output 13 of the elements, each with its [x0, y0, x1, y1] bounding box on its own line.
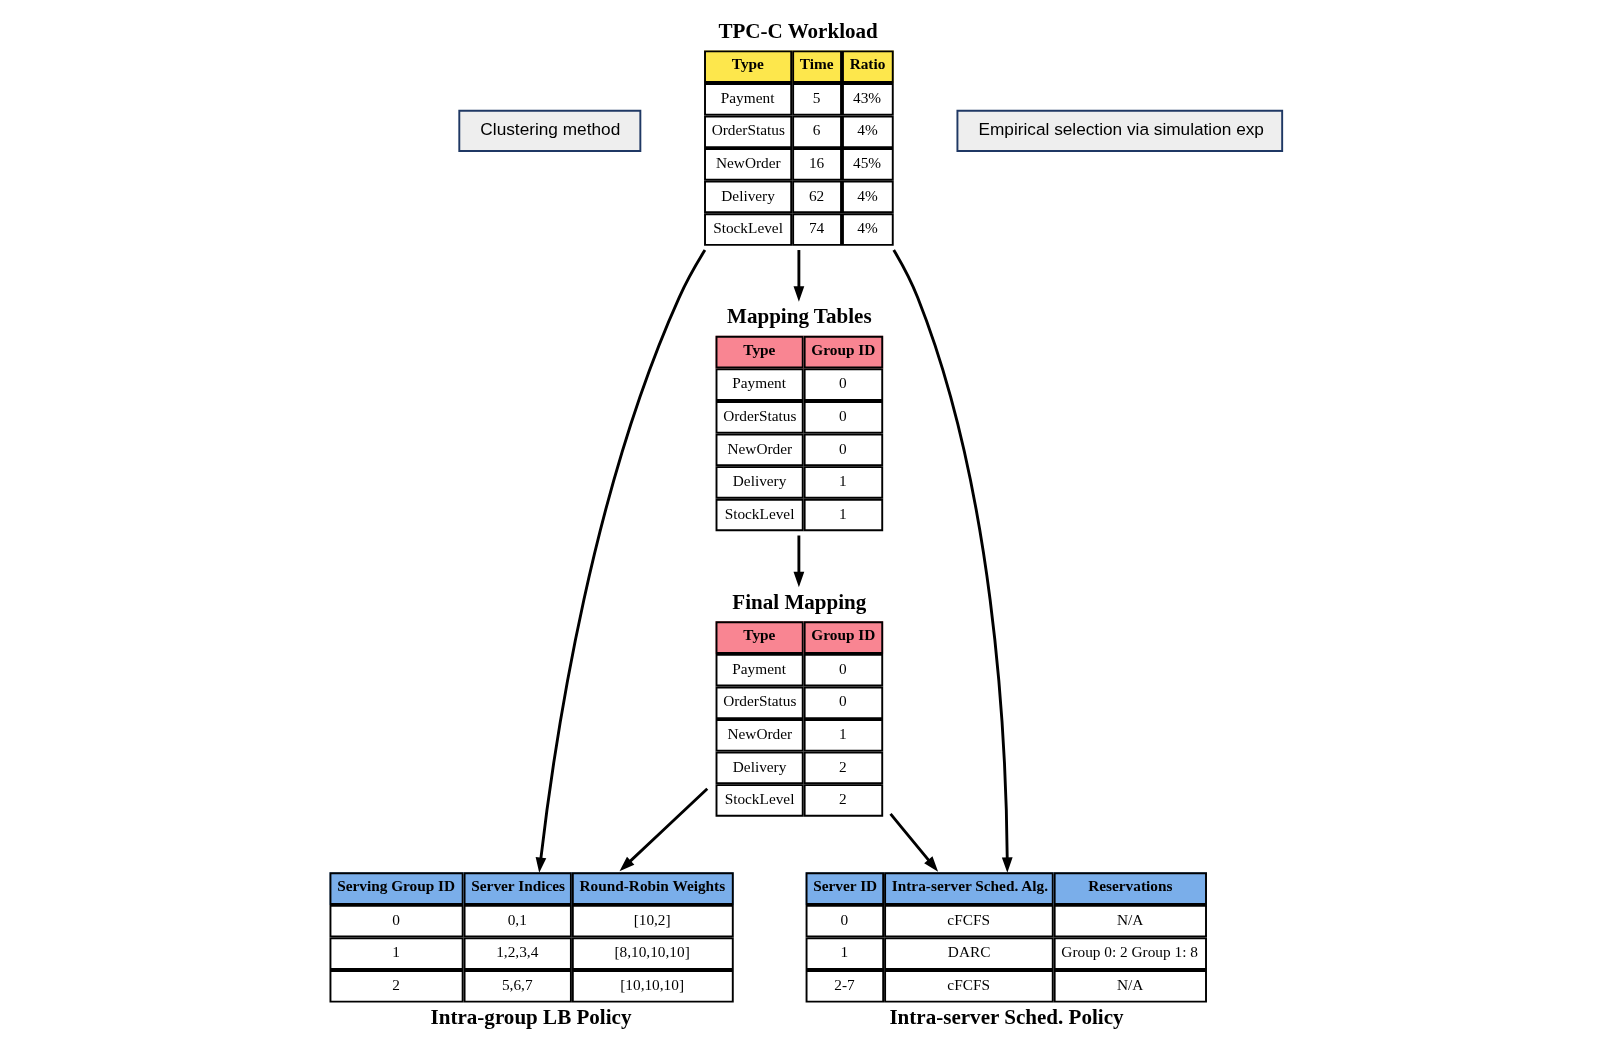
- arrow: [793, 535, 804, 588]
- arrow: [892, 249, 1013, 873]
- node-label: Intra-server Sched. Policy: [888, 1005, 1124, 1030]
- arrow: [888, 813, 938, 872]
- node-box: Clustering method: [457, 109, 641, 152]
- node-label: Final Mapping: [731, 589, 866, 614]
- node-label: TPC-C Workload: [717, 18, 878, 43]
- arrow: [535, 249, 706, 873]
- arrow: [619, 787, 708, 872]
- node-label: Mapping Tables: [726, 304, 872, 329]
- node-label: Intra-group LB Policy: [430, 1005, 631, 1030]
- node-box: Empirical selection via simulation exp: [955, 109, 1283, 152]
- arrow: [793, 250, 804, 302]
